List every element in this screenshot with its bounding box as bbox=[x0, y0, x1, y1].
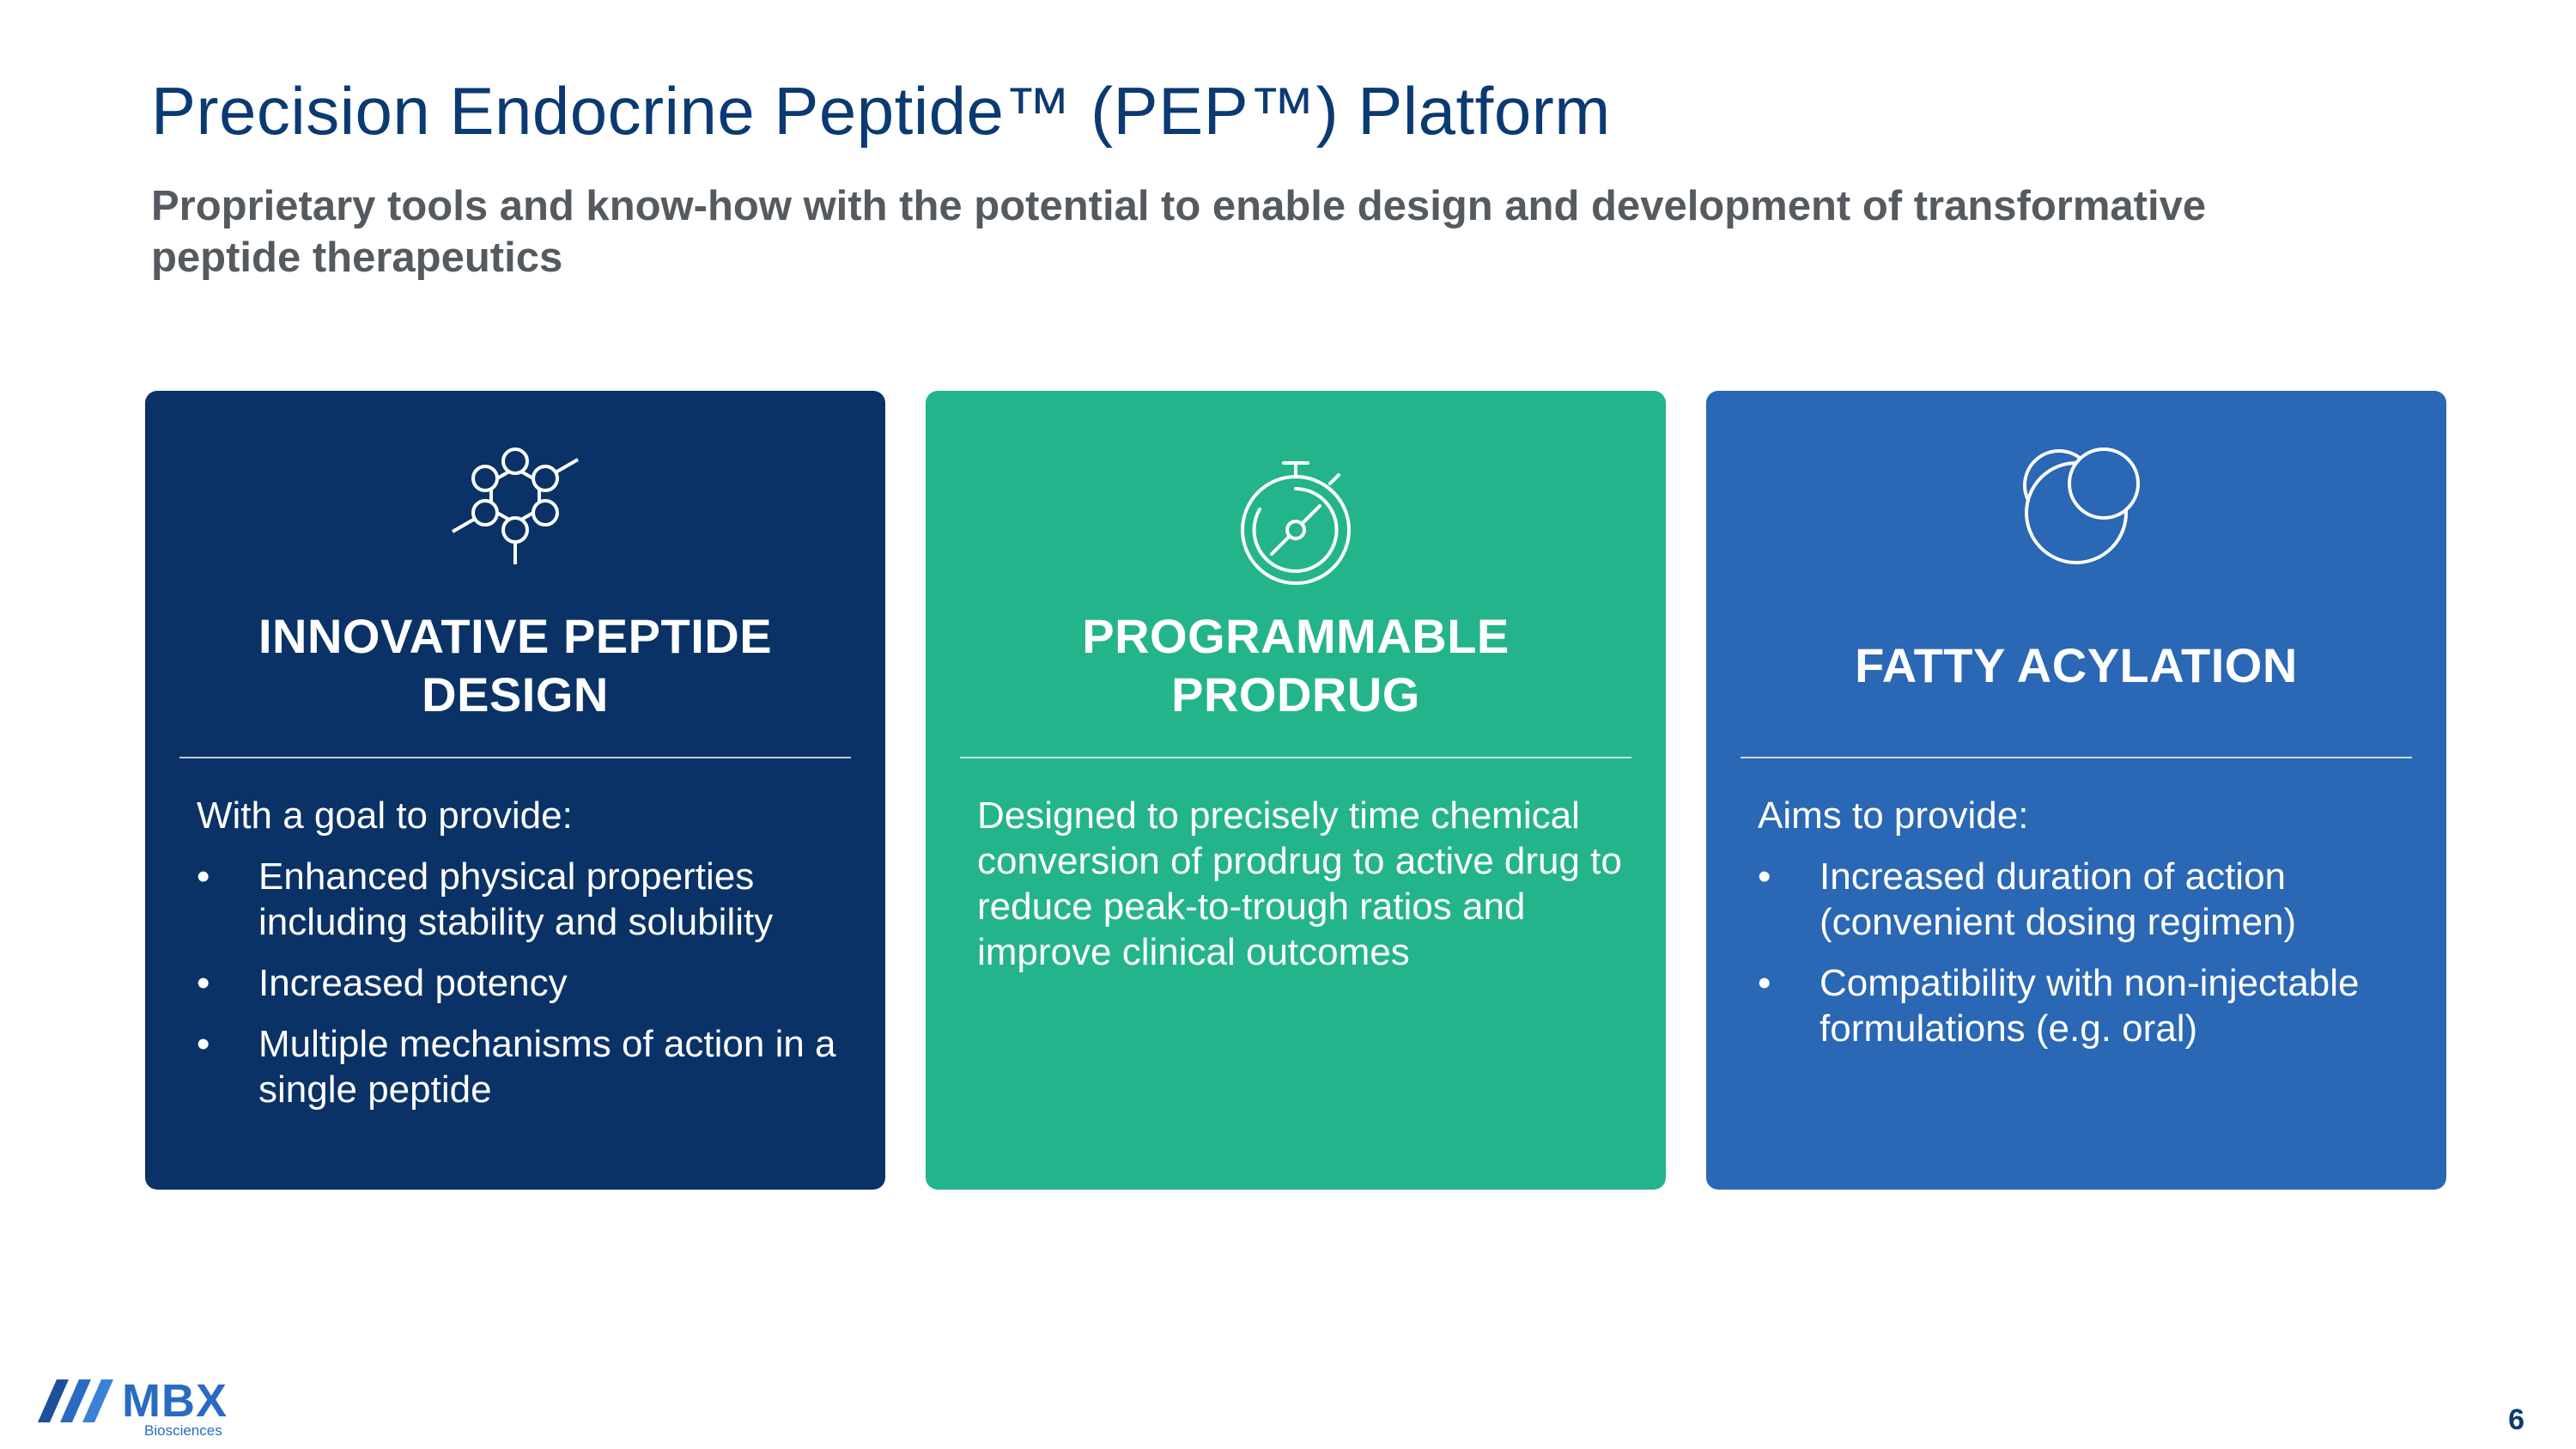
card-fatty-acylation: FATTY ACYLATION Aims to provide: •Increa… bbox=[1706, 391, 2446, 1190]
logo-text: MBX bbox=[122, 1375, 228, 1427]
list-item: •Increased potency bbox=[197, 962, 568, 1004]
stopwatch-icon bbox=[1210, 427, 1382, 599]
divider bbox=[1741, 757, 2412, 758]
bullet-icon: • bbox=[197, 1023, 210, 1065]
card-title: INNOVATIVE PEPTIDE DESIGN bbox=[258, 609, 773, 721]
bullet-icon: • bbox=[197, 962, 210, 1004]
card-title: FATTY ACYLATION bbox=[1855, 638, 2298, 692]
bullet-icon: • bbox=[1758, 855, 1771, 898]
logo-subtext: Biosciences bbox=[144, 1422, 222, 1439]
list-item: •Increased duration of action (convenien… bbox=[1758, 855, 2297, 943]
card-intro: With a goal to provide: bbox=[197, 795, 573, 837]
divider bbox=[960, 757, 1631, 758]
page-subtitle: Proprietary tools and know-how with the … bbox=[151, 183, 2207, 281]
page-title: Precision Endocrine Peptide™ (PEP™) Plat… bbox=[151, 73, 1611, 149]
card-intro: Aims to provide: bbox=[1758, 795, 2029, 837]
molecule-icon bbox=[429, 427, 601, 599]
mbx-logo: MBX Biosciences bbox=[38, 1373, 244, 1440]
logo-mark-icon bbox=[38, 1379, 113, 1422]
page-number: 6 bbox=[2508, 1403, 2524, 1436]
card-title: PROGRAMMABLE PRODRUG bbox=[1082, 609, 1510, 721]
list-item: •Multiple mechanisms of action in a sing… bbox=[197, 1023, 836, 1111]
card-description: Designed to precisely time chemical conv… bbox=[977, 795, 1622, 973]
bullet-icon: • bbox=[1758, 962, 1771, 1004]
bullet-icon: • bbox=[197, 855, 210, 898]
card-programmable-prodrug: PROGRAMMABLE PRODRUG Designed to precise… bbox=[926, 391, 1666, 1190]
overlapping-circles-icon bbox=[1990, 427, 2162, 599]
card-innovative-peptide-design: INNOVATIVE PEPTIDE DESIGN With a goal to… bbox=[145, 391, 885, 1190]
list-item: •Compatibility with non-injectable formu… bbox=[1758, 962, 2360, 1050]
list-item: •Enhanced physical properties including … bbox=[197, 855, 774, 943]
divider bbox=[179, 757, 851, 758]
